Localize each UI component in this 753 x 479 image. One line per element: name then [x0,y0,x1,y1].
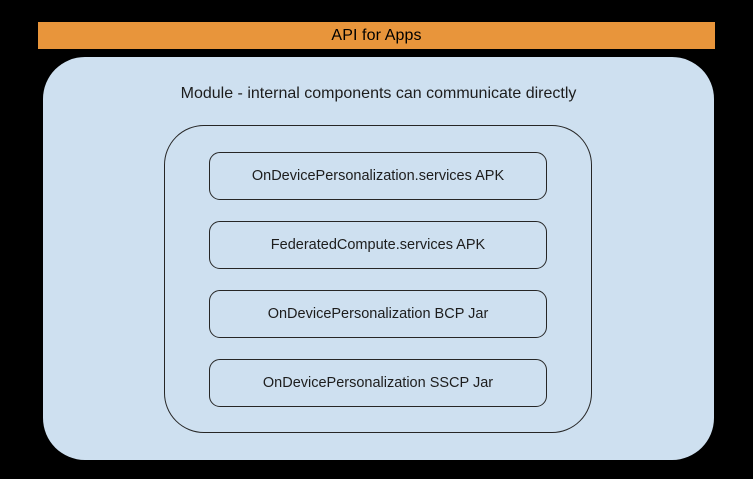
component-label: FederatedCompute.services APK [270,236,486,253]
component-box-federatedcompute-services-apk: FederatedCompute.services APK [209,221,547,269]
module-caption: Module - internal components can communi… [180,85,577,102]
component-list: OnDevicePersonalization.services APK Fed… [209,152,547,407]
api-for-apps-label: API for Apps [331,26,422,44]
component-label: OnDevicePersonalization.services APK [251,167,505,184]
component-box-ondevicepersonalization-services-apk: OnDevicePersonalization.services APK [209,152,547,200]
component-label: OnDevicePersonalization SSCP Jar [262,374,494,391]
component-label: OnDevicePersonalization BCP Jar [267,305,489,322]
component-box-ondevicepersonalization-sscp-jar: OnDevicePersonalization SSCP Jar [209,359,547,407]
component-box-ondevicepersonalization-bcp-jar: OnDevicePersonalization BCP Jar [209,290,547,338]
api-for-apps-bar: API for Apps [38,22,715,49]
module-panel: Module - internal components can communi… [43,57,714,460]
internal-components-container: OnDevicePersonalization.services APK Fed… [164,125,592,433]
